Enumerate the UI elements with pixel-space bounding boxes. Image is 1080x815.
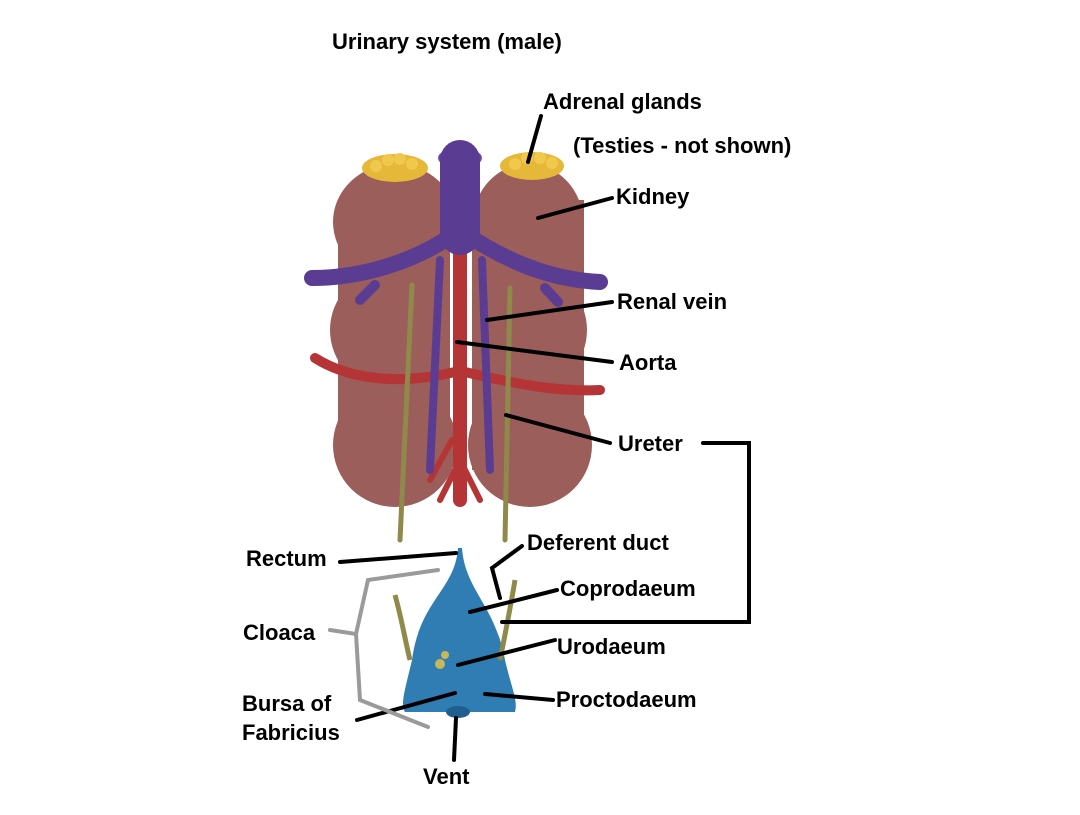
leader-coprodaeum: [468, 588, 559, 614]
label-rectum: Rectum: [246, 546, 327, 571]
label-adrenal-glands: Adrenal glands: [543, 89, 702, 114]
label-coprodaeum: Coprodaeum: [560, 576, 696, 601]
leader-deferent: [489, 544, 524, 600]
leader-ureter: [504, 413, 612, 445]
leader-aorta: [455, 340, 614, 364]
label-bursa-line1: Bursa of: [242, 691, 332, 716]
label-proctodaeum: Proctodaeum: [556, 687, 697, 712]
leader-kidney: [536, 196, 614, 220]
label-bursa-line2: Fabricius: [242, 720, 340, 745]
label-ureter: Ureter: [618, 431, 683, 456]
label-renal-vein: Renal vein: [617, 289, 728, 314]
leader-vent: [452, 716, 458, 762]
adrenal-left: [362, 153, 428, 182]
leader-ureter-cloaca: [500, 441, 751, 624]
leader-urodaeum: [456, 638, 557, 667]
cloaca-bracket: [328, 568, 440, 729]
leader-proctodaeum: [483, 692, 555, 702]
diagram-title: Urinary system (male): [332, 29, 562, 54]
label-urodaeum: Urodaeum: [557, 634, 666, 659]
leader-bursa: [355, 691, 457, 722]
renal-vein: [304, 140, 608, 474]
label-vent: Vent: [423, 764, 470, 789]
leader-rectum: [338, 551, 458, 564]
label-aorta: Aorta: [619, 350, 677, 375]
label-testes: (Testies - not shown): [573, 133, 792, 158]
leader-lines: [338, 114, 751, 762]
label-cloaca: Cloaca: [243, 620, 316, 645]
label-deferent-duct: Deferent duct: [527, 530, 669, 555]
adrenal-right: [500, 152, 564, 180]
label-kidney: Kidney: [616, 184, 690, 209]
leader-adrenal: [526, 114, 543, 164]
leader-renal-vein: [485, 300, 614, 322]
